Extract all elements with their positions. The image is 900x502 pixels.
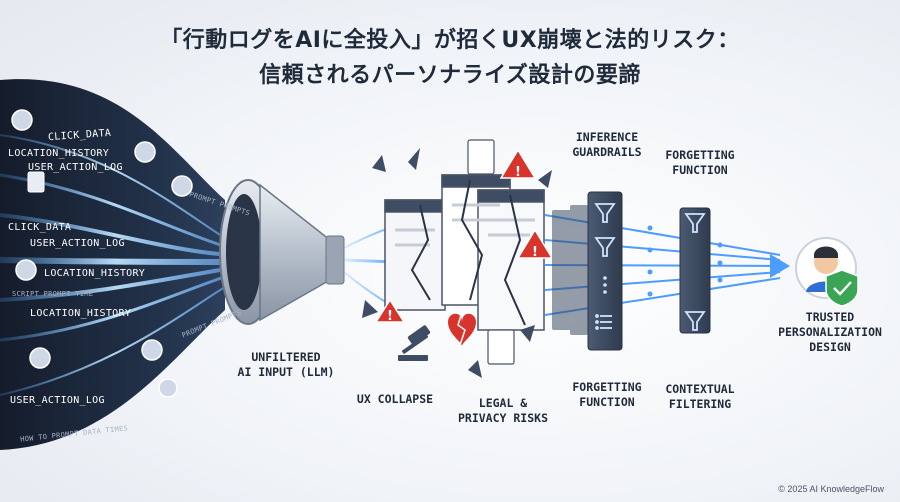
svg-text:!: ! <box>532 245 538 260</box>
broken-heart-icon <box>448 311 476 346</box>
forgetting-function-panel <box>679 207 711 334</box>
warning-marks: !!! <box>387 165 538 324</box>
user-avatar-icon <box>11 109 193 398</box>
shield-check-icon <box>825 269 859 307</box>
filter-icon <box>594 203 616 257</box>
stream-faint-label: SCRIPT PROMPT TIME <box>12 290 94 298</box>
inference-guardrail-panel <box>587 191 623 351</box>
stream-label: CLICK_DATA <box>8 222 72 233</box>
label-inference-guardrails: INFERENCE GUARDRAILS <box>572 130 642 159</box>
title-line-2: 信頼されるパーソナライズ設計の要諦 <box>259 63 641 88</box>
stream-label: LOCATION_HISTORY <box>30 308 132 319</box>
document-icon <box>467 139 515 365</box>
filter-icon <box>684 213 706 331</box>
list-icon <box>595 314 612 330</box>
output-arrow <box>770 254 790 278</box>
svg-text:!: ! <box>515 165 521 180</box>
glass-shards <box>362 148 552 378</box>
stream-label: USER_ACTION_LOG <box>10 395 105 406</box>
label-legal-privacy-risks: LEGAL & PRIVACY RISKS <box>457 396 548 425</box>
broken-ui-window <box>384 174 545 331</box>
guardrail-panel-back <box>552 205 588 335</box>
warning-icon <box>374 148 554 323</box>
label-unfiltered-ai-input: UNFILTERED AI INPUT (LLM) <box>237 350 335 379</box>
label-forgetting-function-top: FORGETTING FUNCTION <box>665 148 735 177</box>
footer-copyright: © 2025 AI KnowledgeFlow <box>778 484 884 494</box>
document-icon <box>27 171 45 193</box>
label-ux-collapse: UX COLLAPSE <box>356 392 434 406</box>
label-forgetting-function-bottom: FORGETTING FUNCTION <box>572 380 642 409</box>
filter-node-dots <box>647 225 723 297</box>
gavel-icon <box>398 325 431 361</box>
label-contextual-filtering: CONTEXTUAL FILTERING <box>665 382 735 411</box>
stream-label: USER_ACTION_LOG <box>28 162 123 173</box>
label-trusted-personalization-design: TRUSTED PERSONALIZATION DESIGN <box>778 310 882 354</box>
funnel-icon <box>219 179 345 325</box>
panel-dots <box>603 276 607 294</box>
title-line-1: 「行動ログをAIに全投入」が招くUX崩壊と法的リスク： <box>160 28 740 53</box>
stream-glow-lines <box>0 134 235 396</box>
stream-label: LOCATION_HISTORY <box>44 268 146 279</box>
svg-text:!: ! <box>387 309 393 324</box>
stream-label: USER_ACTION_LOG <box>30 238 125 249</box>
stream-label: LOCATION_HISTORY <box>8 148 110 159</box>
